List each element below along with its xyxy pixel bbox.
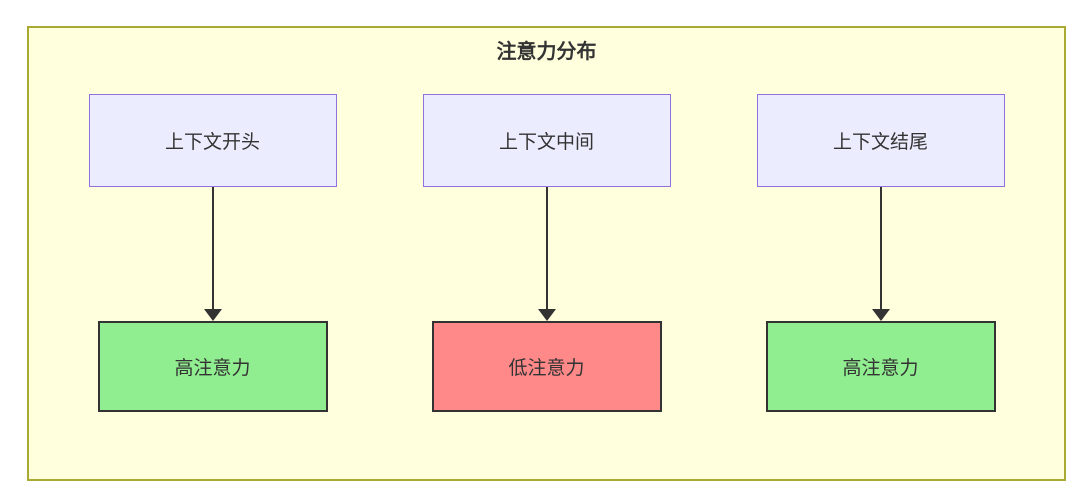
- diagram-title: 注意力分布: [496, 41, 597, 63]
- result-node-low-attention: 低注意力: [431, 321, 662, 412]
- arrow-line: [545, 187, 548, 309]
- column-context-start: 上下文开头 高注意力: [88, 94, 337, 412]
- arrow: [203, 187, 222, 321]
- column-context-end: 上下文结尾 高注意力: [756, 94, 1005, 412]
- source-node-context-end: 上下文结尾: [756, 94, 1005, 187]
- arrow-head-icon: [203, 309, 222, 321]
- result-node-high-attention: 高注意力: [97, 321, 328, 412]
- diagram-container: 注意力分布 上下文开头 高注意力 上下文中间 低注意力 上下文结尾: [27, 26, 1066, 481]
- arrow-line: [879, 187, 882, 309]
- arrow-head-icon: [871, 309, 890, 321]
- arrow-line: [211, 187, 214, 309]
- arrow-head-icon: [537, 309, 556, 321]
- column-context-middle: 上下文中间 低注意力: [422, 94, 671, 412]
- result-node-high-attention: 高注意力: [765, 321, 996, 412]
- columns-row: 上下文开头 高注意力 上下文中间 低注意力 上下文结尾: [29, 94, 1064, 412]
- source-node-context-start: 上下文开头: [88, 94, 337, 187]
- arrow: [537, 187, 556, 321]
- arrow: [871, 187, 890, 321]
- source-node-context-middle: 上下文中间: [422, 94, 671, 187]
